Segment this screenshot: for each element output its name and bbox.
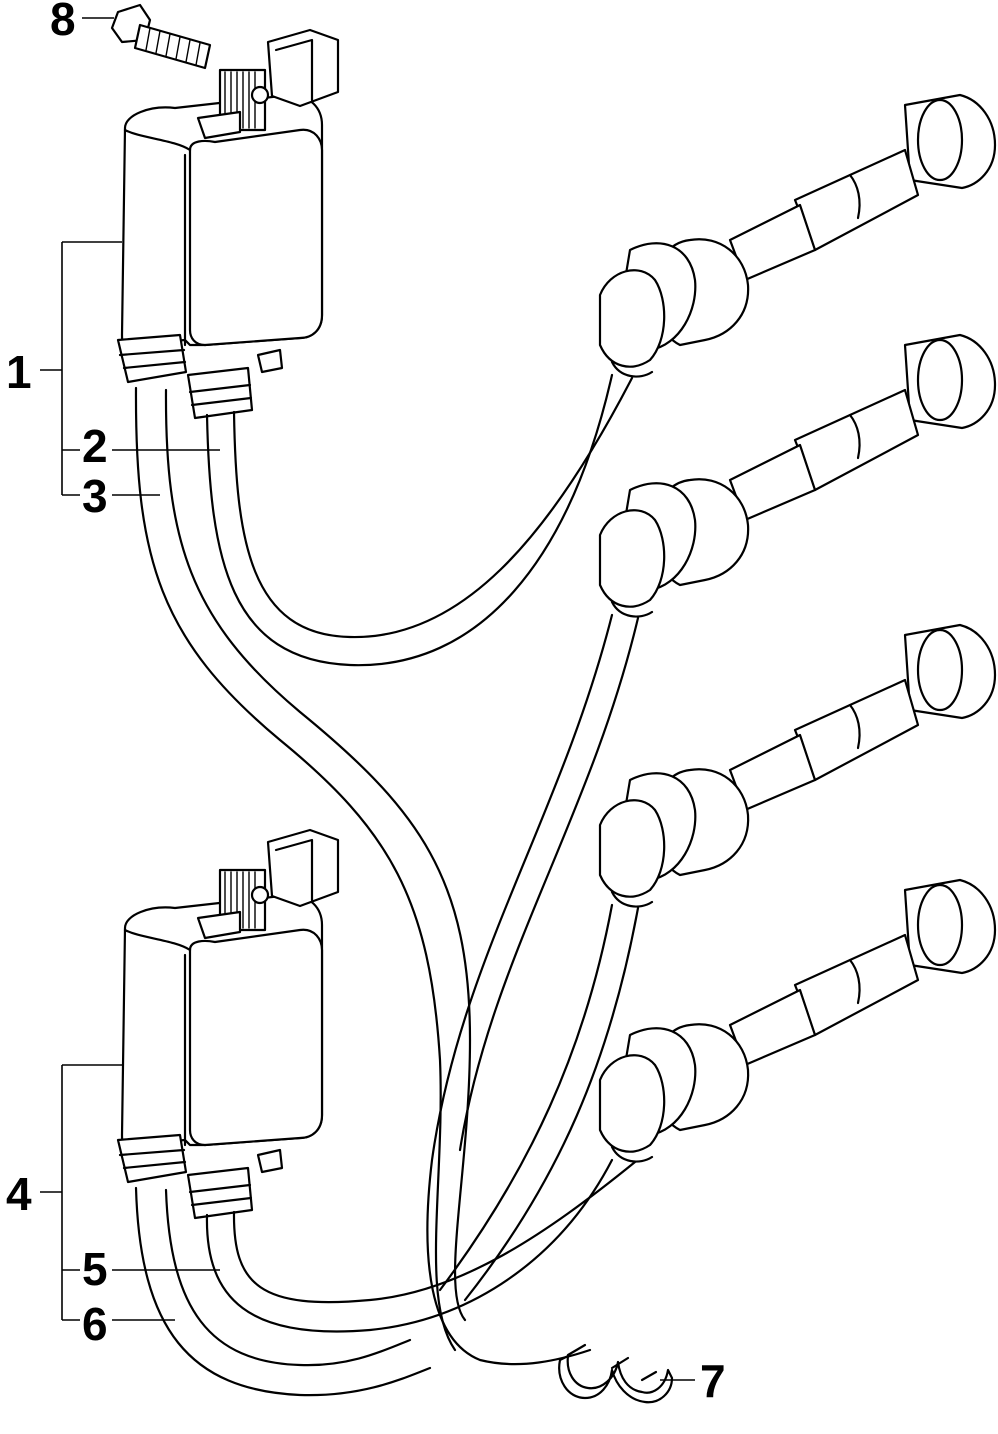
callout-1: 1 — [6, 346, 32, 398]
callout-2: 2 — [82, 420, 108, 472]
ignition-coil-lower — [116, 828, 340, 1220]
ht-lead-to-cap-2 — [426, 613, 640, 1366]
spark-plug-cap-2 — [598, 333, 997, 618]
cable-clip — [558, 1343, 674, 1404]
mounting-bolt — [110, 3, 212, 70]
leader-lines — [40, 17, 695, 1381]
spark-plug-cap-4 — [598, 878, 997, 1163]
ht-lead-lower-long — [134, 1186, 432, 1397]
ignition-coil-upper — [116, 28, 340, 420]
spark-plug-cap-3 — [598, 623, 997, 908]
ht-lead-to-cap-3 — [438, 903, 640, 1302]
callout-8: 8 — [50, 0, 76, 45]
callout-4: 4 — [6, 1168, 32, 1220]
spark-plug-cap-1 — [598, 93, 997, 378]
callout-5: 5 — [82, 1243, 108, 1295]
callout-6: 6 — [82, 1298, 108, 1350]
ht-lead-upper-long — [134, 386, 472, 1352]
ht-lead-lower-short — [205, 1158, 637, 1333]
callout-7: 7 — [700, 1355, 726, 1407]
ht-lead-upper-short — [205, 373, 634, 667]
callout-3: 3 — [82, 470, 108, 522]
